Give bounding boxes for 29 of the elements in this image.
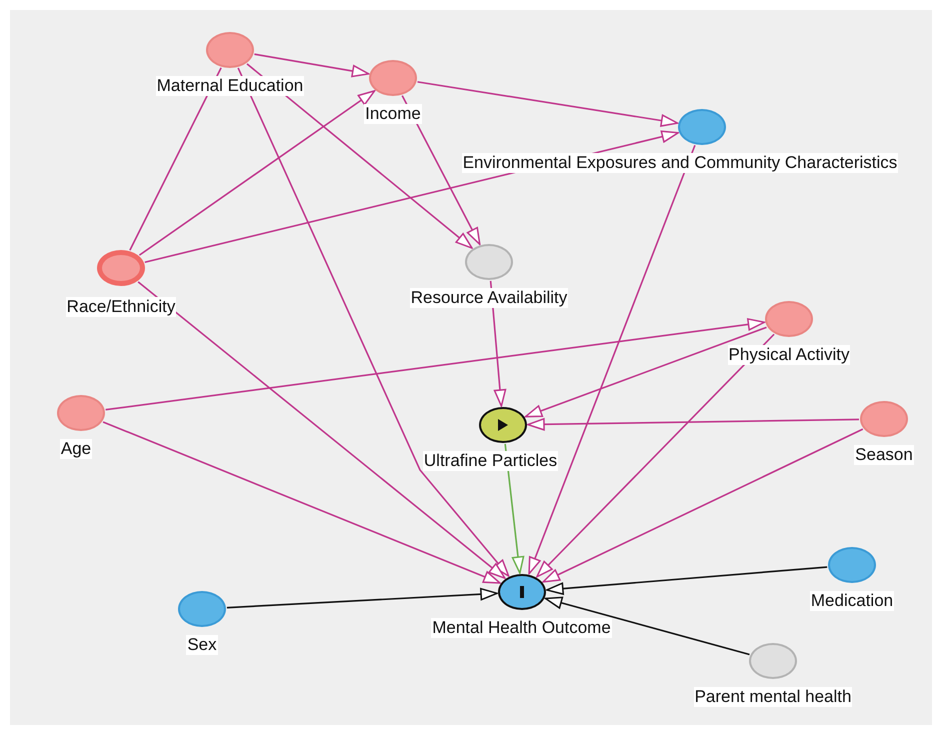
arrow	[524, 326, 767, 418]
arrow	[138, 90, 376, 256]
node-label: Physical Activity	[728, 345, 850, 365]
arrow	[536, 334, 775, 578]
arrow	[237, 68, 510, 577]
arrow	[546, 566, 828, 595]
node-label: Parent mental health	[694, 687, 852, 707]
arrow	[102, 421, 501, 584]
arrow	[138, 281, 506, 579]
node-label: Maternal Education	[156, 76, 304, 96]
node-label: Race/Ethnicity	[66, 297, 176, 317]
node-label: Income	[364, 104, 422, 124]
node-label: Mental Health Outcome	[431, 618, 612, 638]
node-label: Resource Availability	[410, 288, 568, 308]
arrow	[417, 81, 678, 127]
arrow	[106, 318, 766, 411]
node-label: Environmental Exposures and Community Characteristics	[462, 153, 898, 173]
arrow	[254, 53, 370, 78]
arrow	[246, 63, 473, 249]
arrow	[226, 588, 498, 608]
node-label: Medication	[810, 591, 894, 611]
node-label: Season	[854, 445, 914, 465]
node-label: Ultrafine Particles	[422, 451, 558, 471]
arrow	[542, 428, 864, 583]
arrow	[527, 418, 860, 431]
node-label: Age	[60, 439, 92, 459]
node-label: Sex	[186, 635, 218, 655]
arrow	[528, 144, 696, 575]
arrow	[544, 596, 750, 656]
